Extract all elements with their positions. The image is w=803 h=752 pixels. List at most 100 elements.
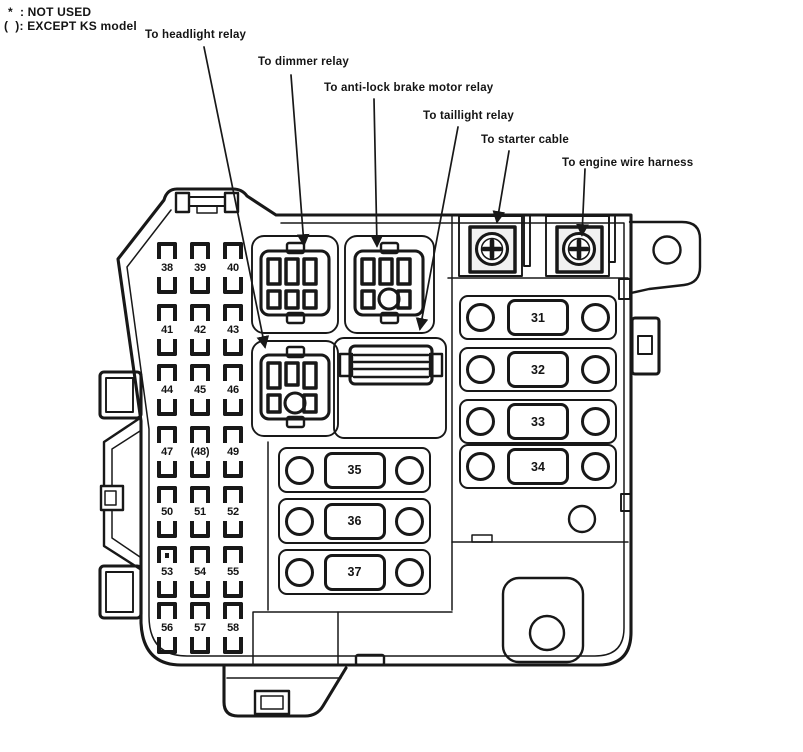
left-tab-upper <box>98 370 143 420</box>
bottom-mounting-bracket <box>222 665 348 718</box>
callout-line-dimmer <box>290 74 310 247</box>
fuse-number: (48) <box>190 446 210 458</box>
fuse-number: 40 <box>227 262 239 274</box>
fuse-slot-52: 52 <box>220 486 246 538</box>
callout-dimmer-relay: To dimmer relay <box>258 56 349 68</box>
fuse-number: 57 <box>194 622 206 634</box>
fuse-number: 37 <box>347 565 362 579</box>
fuse-terminal <box>223 339 243 356</box>
fuse-31: 31 <box>459 295 617 340</box>
taillight-relay <box>333 337 447 439</box>
fuse-number-box: 36 <box>323 502 386 540</box>
fuse-slot-47: 47 <box>154 426 180 478</box>
fuse-number-box: 34 <box>507 448 569 485</box>
right-side-clip <box>630 316 661 376</box>
fuse-number-box: 32 <box>507 351 569 388</box>
fuse-terminal <box>223 521 243 538</box>
fuse-number: 43 <box>227 324 239 336</box>
fuse-terminal <box>157 461 177 478</box>
fuse-slot-44: 44 <box>154 364 180 416</box>
left-tab-lower <box>98 564 143 620</box>
fuse-number: 51 <box>194 506 206 518</box>
fuse-number: 53 <box>161 566 173 578</box>
fuse-number: 50 <box>161 506 173 518</box>
fuse-number: 58 <box>227 622 239 634</box>
fuse-terminal <box>223 637 243 654</box>
fuse-terminal <box>223 546 243 563</box>
not-used-dot <box>165 553 169 558</box>
fuse-terminal-left <box>285 455 314 485</box>
fuse-number: 44 <box>161 384 173 396</box>
fuse-terminal <box>223 426 243 443</box>
callout-line-taillight <box>415 126 459 331</box>
fuse-slot-48: (48) <box>187 426 213 478</box>
fuse-terminal <box>190 602 210 619</box>
right-edge-notch-upper <box>618 278 631 300</box>
fuse-terminal <box>190 546 210 563</box>
fuse-slot-42: 42 <box>187 304 213 356</box>
fuse-35: 35 <box>278 447 431 493</box>
fuse-terminal <box>157 546 177 563</box>
fuse-terminal <box>157 637 177 654</box>
bottom-port <box>501 576 585 664</box>
mounting-hole <box>652 235 682 265</box>
fuse-terminal-right <box>395 506 424 536</box>
fuse-terminal <box>157 486 177 503</box>
fuse-slot-38: 38 <box>154 242 180 294</box>
top-clip <box>174 191 240 214</box>
mounting-bracket <box>628 220 702 295</box>
bottom-edge-tab <box>354 653 386 667</box>
fuse-slot-58: 58 <box>220 602 246 654</box>
fuse-terminal <box>157 364 177 381</box>
fuse-number: 45 <box>194 384 206 396</box>
fuse-terminal <box>190 304 210 321</box>
fuse-terminal <box>190 637 210 654</box>
callout-line-harness <box>576 168 589 237</box>
callout-line-headlight <box>203 46 270 349</box>
internal-walls <box>252 215 629 666</box>
fuse-terminal <box>190 242 210 259</box>
fuse-terminal <box>190 486 210 503</box>
fuse-terminal <box>223 461 243 478</box>
fuse-terminal <box>157 277 177 294</box>
fuse-number: 55 <box>227 566 239 578</box>
fuse-number: 34 <box>531 459 545 474</box>
callout-lines <box>203 46 589 349</box>
fuse-slot-51: 51 <box>187 486 213 538</box>
fuse-36: 36 <box>278 498 431 544</box>
fuse-terminal-left <box>466 355 495 384</box>
fuse-terminal <box>157 521 177 538</box>
fuse-number: 32 <box>531 362 545 377</box>
fuse-number: 47 <box>161 446 173 458</box>
starter-terminal <box>458 215 523 277</box>
left-bracket <box>99 416 142 571</box>
legend-not-used: * : NOT USED <box>8 5 92 19</box>
main-box-outline <box>116 187 633 667</box>
fuse-terminal <box>190 521 210 538</box>
dimmer-relay-connector <box>251 235 339 334</box>
fuse-slot-53: 53 <box>154 546 180 598</box>
fuse-terminal <box>157 426 177 443</box>
fuse-slot-54: 54 <box>187 546 213 598</box>
callout-engine-harness: To engine wire harness <box>562 157 694 169</box>
headlight-relay-connector <box>251 340 339 437</box>
fuse-terminal <box>157 242 177 259</box>
fuse-number: 35 <box>347 463 362 477</box>
fuse-number: 56 <box>161 622 173 634</box>
fuse-slot-50: 50 <box>154 486 180 538</box>
fuse-number-box: 31 <box>507 299 569 336</box>
fuse-slot-43: 43 <box>220 304 246 356</box>
fuse-terminal-left <box>285 557 314 587</box>
fuse-terminal <box>190 461 210 478</box>
fuse-terminal <box>223 304 243 321</box>
fuse-number: 42 <box>194 324 206 336</box>
fuse-number-box: 35 <box>323 451 386 489</box>
fuse-34: 34 <box>459 444 617 489</box>
fuse-terminal <box>223 581 243 598</box>
fuse-slot-40: 40 <box>220 242 246 294</box>
right-edge-notch-lower <box>620 493 632 512</box>
fuse-37: 37 <box>278 549 431 595</box>
fuse-number: 31 <box>531 310 545 325</box>
fuse-slot-56: 56 <box>154 602 180 654</box>
